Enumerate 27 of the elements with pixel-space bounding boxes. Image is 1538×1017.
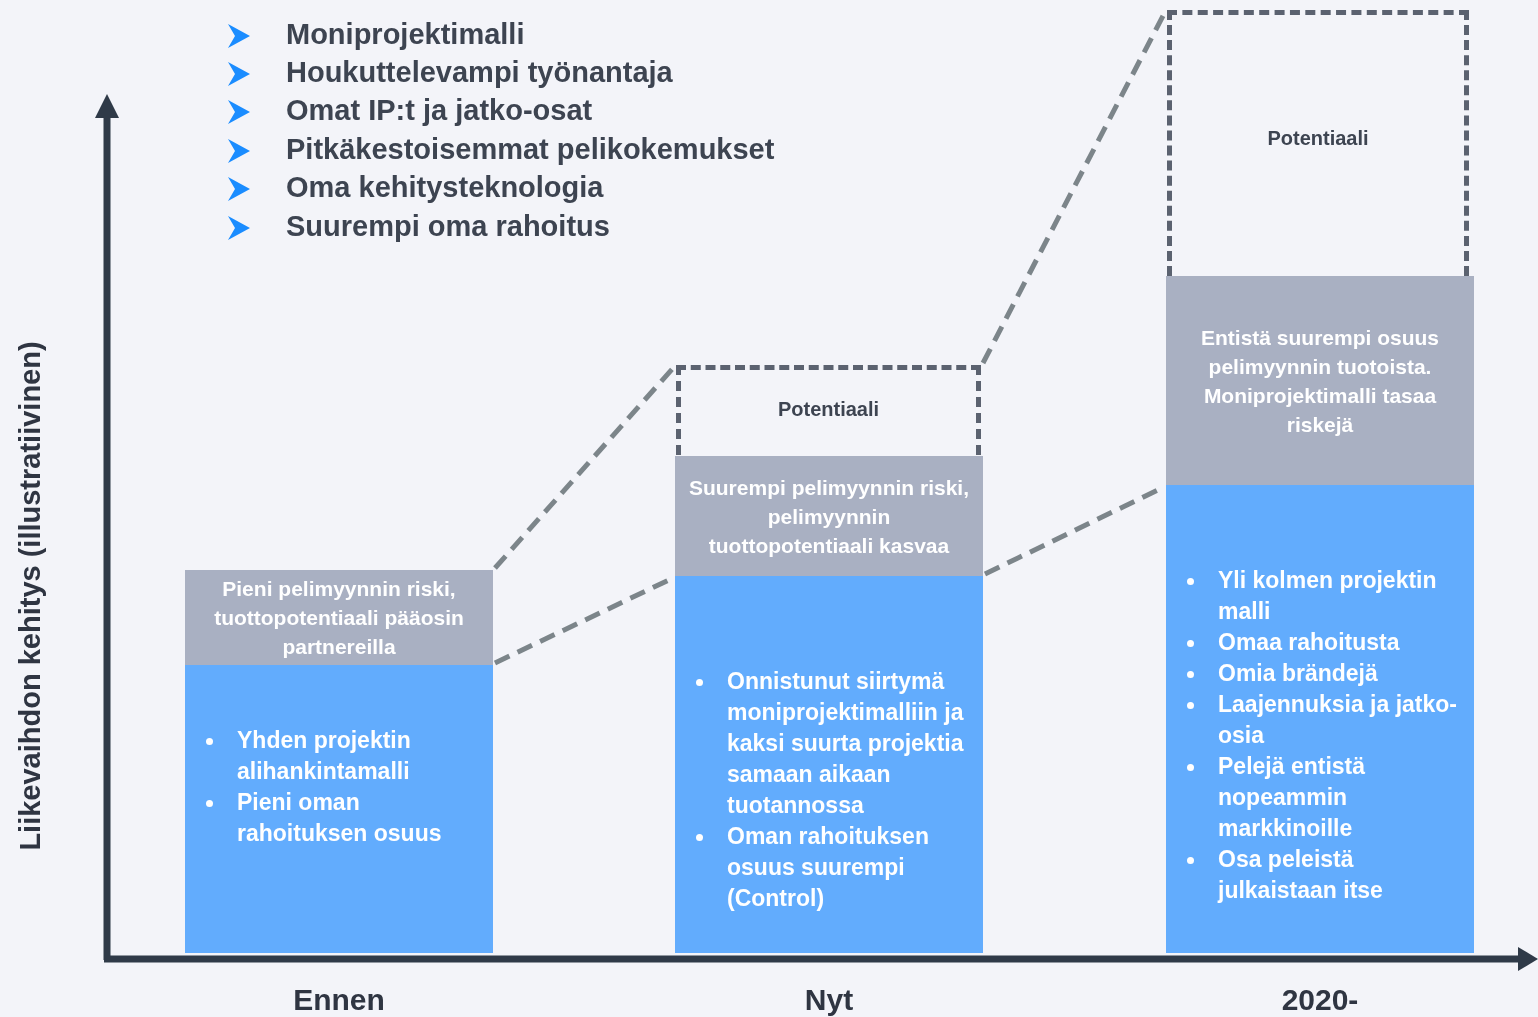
category-label: Nyt <box>804 983 854 1017</box>
bullet-item: Laajennuksia ja jatko-osia <box>1218 691 1458 748</box>
feature-text: Suurempi oma rahoitus <box>286 210 610 243</box>
bar-segment: Entistä suurempi osuus pelimyynnin tuotoista. Moniprojektimalli tasaa riskejä <box>1166 276 1474 485</box>
bullet-item: Pieni oman rahoituksen osuus <box>237 789 442 846</box>
bullet-item: Oman rahoituksen osuus suurempi (Control) <box>727 823 929 911</box>
feature-text: Oma kehitysteknologia <box>286 171 604 204</box>
axis-title: Liikevaihdon kehitys (illustratiivinen) <box>13 341 47 851</box>
bar-segment <box>185 665 493 953</box>
bullet-item: Yhden projektin alihankintamalli <box>237 727 411 784</box>
bar-segment: Pieni pelimyynnin riski, tuottopotentiaali pääosin partnereilla <box>185 570 493 665</box>
bullet-item: Omia brändejä <box>1218 660 1378 686</box>
feature-text: Pitkäkestoisemmat pelikokemukset <box>286 133 775 166</box>
bullet-item: Pelejä entistä nopeammin markkinoille <box>1218 753 1366 841</box>
category-label: 2020- <box>1281 983 1359 1017</box>
feature-text: Houkuttelevampi työnantaja <box>286 56 673 89</box>
bar-segment <box>675 576 983 953</box>
bullet-item: Omaa rahoitusta <box>1218 629 1400 655</box>
bullet-item: Onnistunut siirtymä moniprojektimalliin ja kaksi suurta projektia samaan aikaan tuotannossa <box>727 668 964 818</box>
bar-segment <box>1166 485 1474 953</box>
dashed-connector <box>493 365 676 570</box>
feature-text: Moniprojektimalli <box>286 18 525 51</box>
bullet-item: Yli kolmen projektin malli <box>1218 567 1437 624</box>
category-label: Ennen <box>293 983 385 1017</box>
feature-text: Omat IP:t ja jatko-osat <box>286 94 593 127</box>
bar-segment: Suurempi pelimyynnin riski, pelimyynnin tuottopotentiaali kasvaa <box>675 456 983 576</box>
bullet-item: Osa peleistä julkaistaan itse <box>1218 846 1383 903</box>
